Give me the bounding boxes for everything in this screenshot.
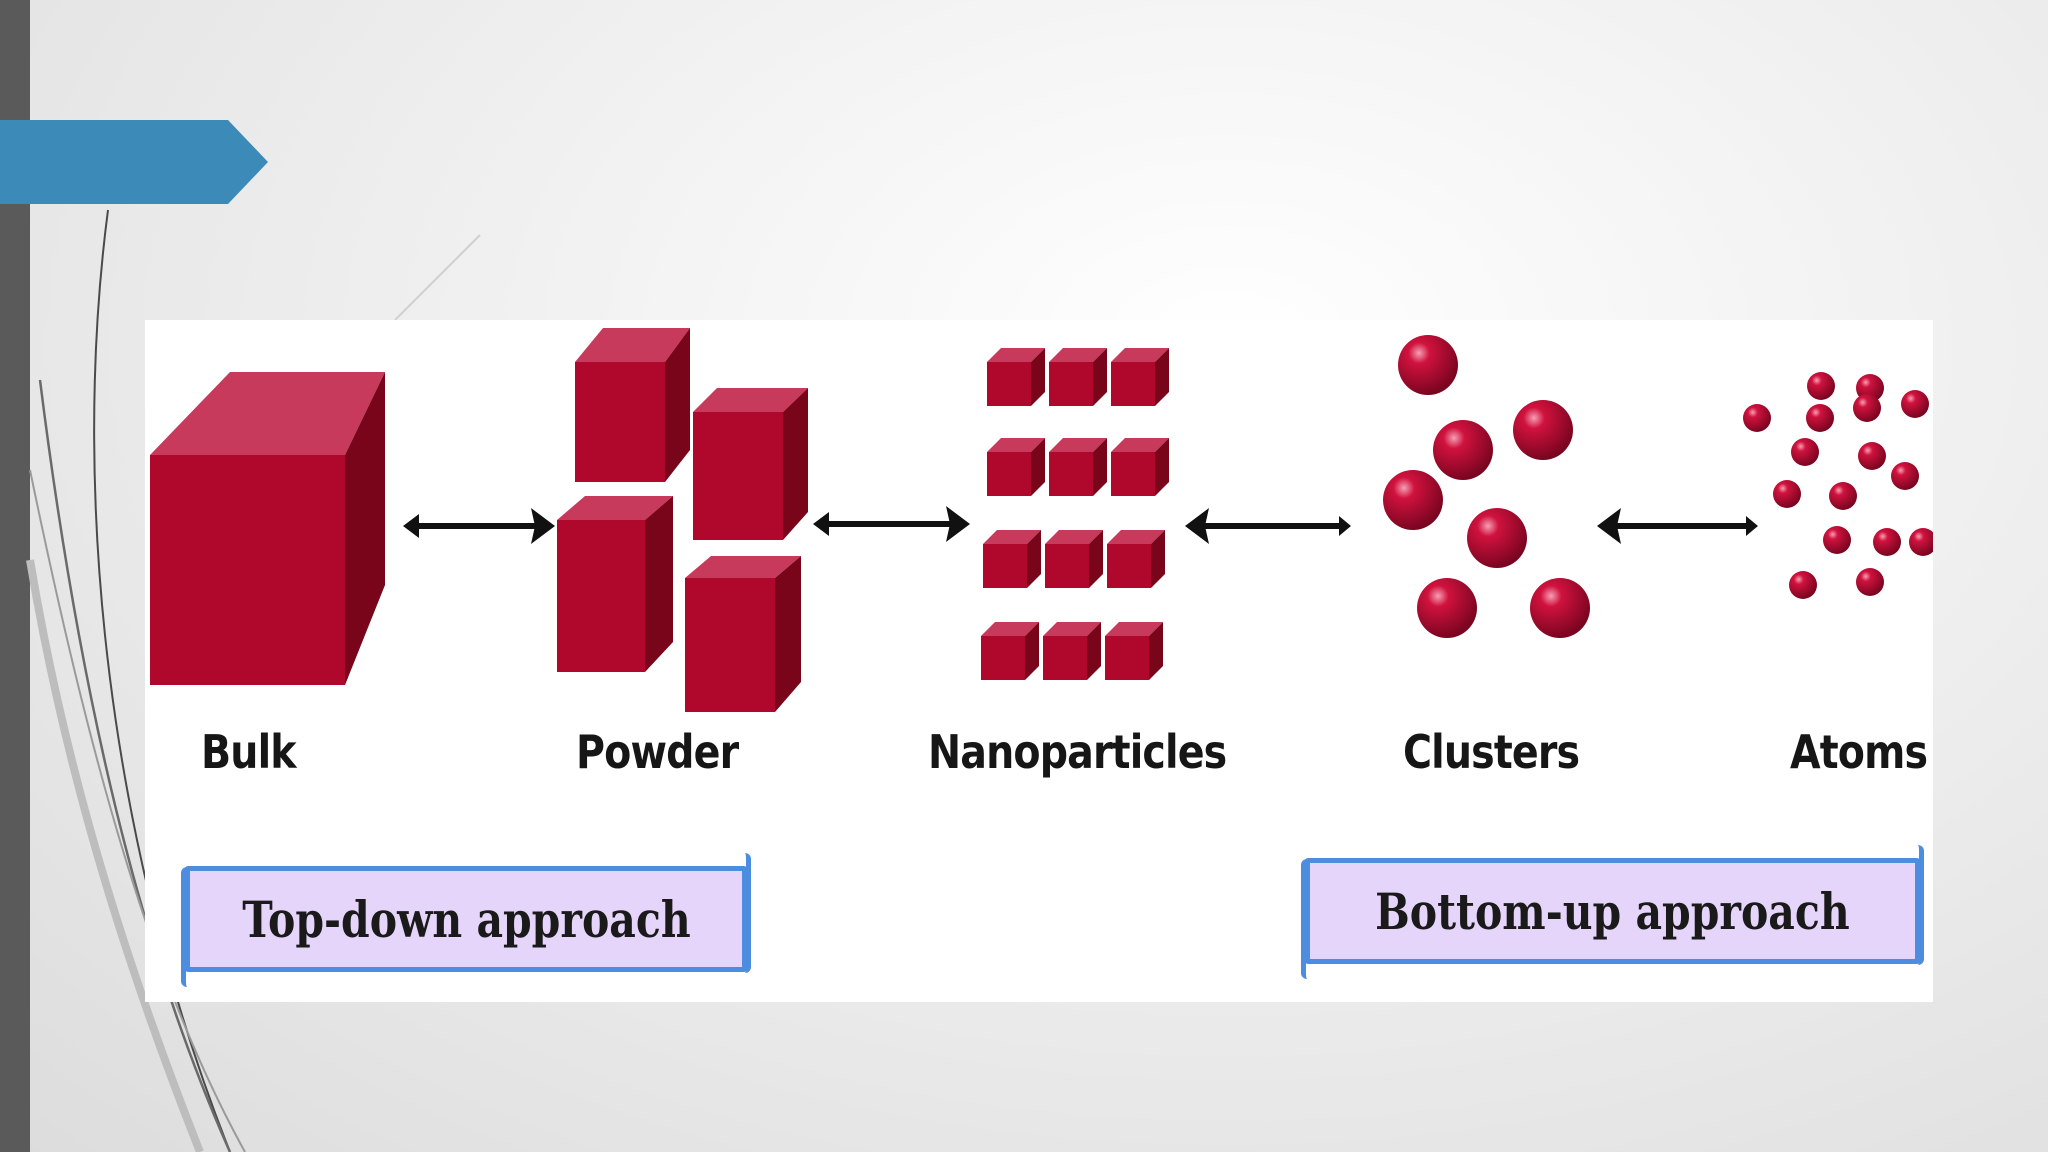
powder-cubes-icon xyxy=(557,328,808,712)
atoms-spheres-icon xyxy=(1743,372,1933,599)
stage-label-nanoparticles: Nanoparticles xyxy=(928,725,1227,779)
stage-label-atoms: Atoms xyxy=(1790,725,1928,779)
bulk-cube-icon xyxy=(150,372,385,685)
top-down-banner: Top-down approach xyxy=(181,853,751,987)
nanoparticles-grid-icon xyxy=(981,348,1169,680)
clusters-spheres-icon xyxy=(1383,335,1590,638)
double-arrow-icon xyxy=(813,506,970,542)
bottom-up-label: Bottom-up approach xyxy=(1375,881,1850,941)
stage-label-clusters: Clusters xyxy=(1403,725,1580,779)
double-arrow-icon xyxy=(403,508,555,544)
title-arrow-shape xyxy=(0,120,268,204)
synthesis-diagram: Bulk Powder Nanoparticles Clusters Atoms… xyxy=(145,320,1933,1002)
left-arrow-icon xyxy=(1597,508,1758,544)
stage-label-powder: Powder xyxy=(576,725,739,779)
stage-label-bulk: Bulk xyxy=(201,725,297,779)
bottom-up-banner: Bottom-up approach xyxy=(1301,845,1924,979)
left-arrow-icon xyxy=(1185,508,1351,544)
top-down-label: Top-down approach xyxy=(241,889,691,949)
